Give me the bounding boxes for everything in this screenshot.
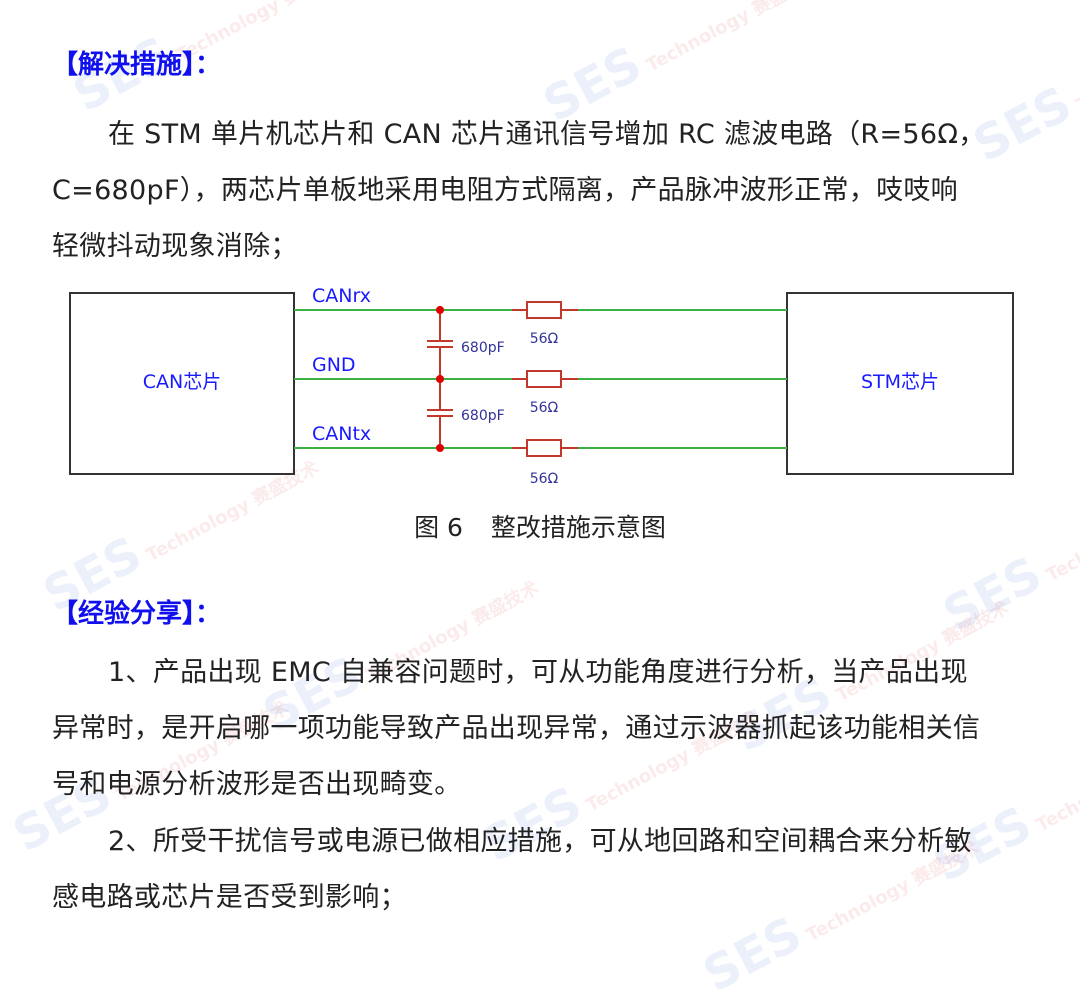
net-label-cantx: CANtx — [312, 423, 371, 445]
resistor-3 — [526, 439, 562, 457]
capacitor-value: 680pF — [461, 340, 505, 356]
stm-chip-label: STM芯片 — [861, 371, 939, 393]
resistor-value: 56Ω — [530, 331, 559, 347]
resistor-2 — [526, 370, 562, 388]
rc-filter-diagram: CAN芯片 STM芯片 CANrx GND CANtx 680pF 680pF … — [69, 285, 1014, 487]
paragraph-line: C=680pF），两芯片单板地采用电阻方式隔离，产品脉冲波形正常，吱吱响 — [52, 175, 958, 206]
figure-caption: 图 6 整改措施示意图 — [0, 508, 1080, 544]
resistor-value: 56Ω — [530, 400, 559, 416]
figure-title: 整改措施示意图 — [490, 513, 666, 542]
paragraph-line: 2、所受干扰信号或电源已做相应措施，可从地回路和空间耦合来分析敏 — [108, 826, 972, 857]
capacitor-value: 680pF — [461, 408, 505, 424]
paragraph-line: 1、产品出现 EMC 自兼容问题时，可从功能角度进行分析，当产品出现 — [108, 657, 968, 688]
section-heading-solution: 【解决措施】： — [52, 50, 222, 80]
resistor-1 — [526, 301, 562, 319]
net-label-gnd: GND — [312, 354, 356, 376]
net-label-canrx: CANrx — [312, 285, 371, 307]
junction-dot — [436, 306, 444, 314]
can-chip-box — [69, 292, 295, 475]
can-chip-label: CAN芯片 — [143, 371, 221, 393]
paragraph-line: 感电路或芯片是否受到影响； — [52, 882, 407, 913]
junction-dot — [436, 444, 444, 452]
paragraph-line: 在 STM 单片机芯片和 CAN 芯片通讯信号增加 RC 滤波电路（R=56Ω， — [108, 119, 986, 150]
stm-chip-box — [786, 292, 1014, 475]
paragraph-line: 号和电源分析波形是否出现畸变。 — [52, 769, 462, 800]
figure-number: 图 6 — [414, 513, 463, 542]
section-heading-experience: 【经验分享】： — [52, 599, 222, 629]
paragraph-line: 异常时，是开启哪一项功能导致产品出现异常，通过示波器抓起该功能相关信 — [52, 713, 981, 744]
resistor-value: 56Ω — [530, 471, 559, 487]
paragraph-line: 轻微抖动现象消除； — [52, 231, 298, 262]
junction-dot — [436, 375, 444, 383]
